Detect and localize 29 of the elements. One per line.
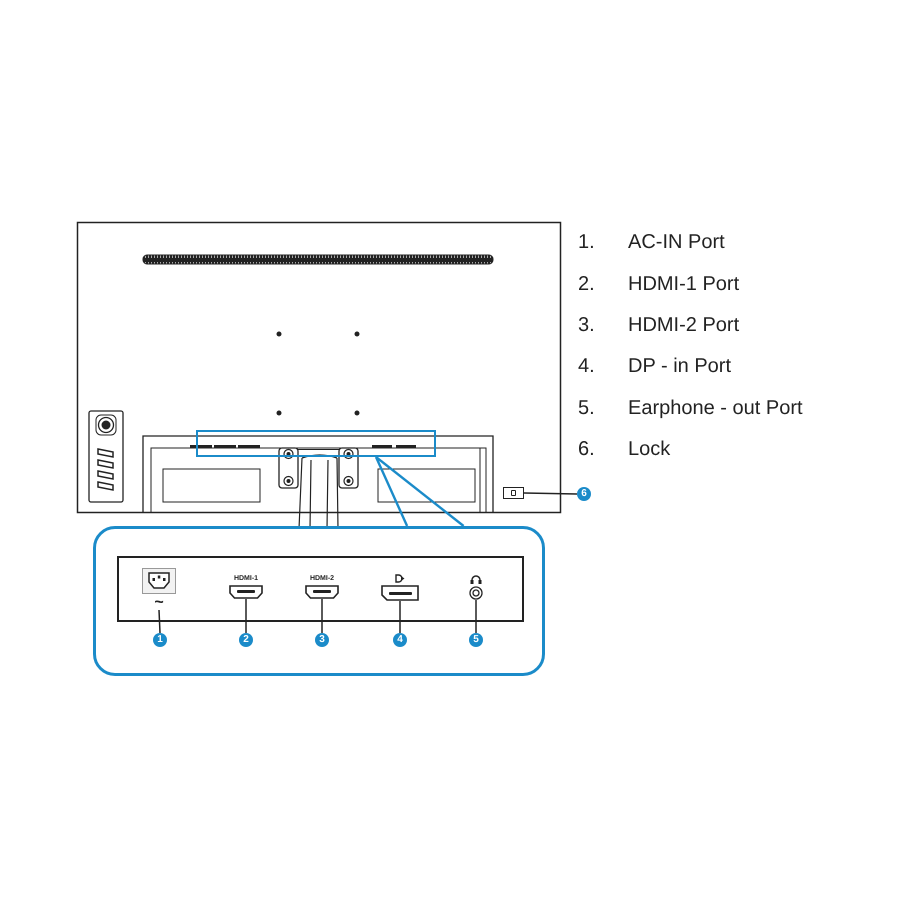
lock-slot <box>503 487 524 499</box>
leader-line <box>245 599 247 633</box>
callout-number: 4 <box>393 633 407 647</box>
leader-line <box>524 492 578 495</box>
highlight-frame <box>196 430 436 457</box>
callout-number: 5 <box>469 633 483 647</box>
list-item-text: Lock <box>628 437 670 461</box>
list-item-text: HDMI-2 Port <box>628 313 740 337</box>
list-number: 5. <box>578 396 595 420</box>
list-number: 1. <box>578 230 595 254</box>
leader-line <box>475 600 477 633</box>
leader-line <box>399 601 401 633</box>
callout-number: 1 <box>153 633 167 647</box>
list-item-text: HDMI-1 Port <box>628 272 740 296</box>
list-item-text: AC-IN Port <box>628 230 725 254</box>
list-number: 3. <box>578 313 595 337</box>
leader-line <box>158 610 161 634</box>
list-item-text: Earphone - out Port <box>628 396 803 420</box>
list-number: 2. <box>578 272 595 296</box>
zoom-inset-panel <box>93 526 545 676</box>
list-item-text: DP - in Port <box>628 354 731 378</box>
callout-number: 2 <box>239 633 253 647</box>
list-number: 6. <box>578 437 595 461</box>
ac-symbol: ~ <box>154 596 164 610</box>
list-number: 4. <box>578 354 595 378</box>
port-panel <box>117 556 524 622</box>
callout-number: 3 <box>315 633 329 647</box>
callout-number: 6 <box>577 487 591 501</box>
leader-line <box>321 599 323 633</box>
